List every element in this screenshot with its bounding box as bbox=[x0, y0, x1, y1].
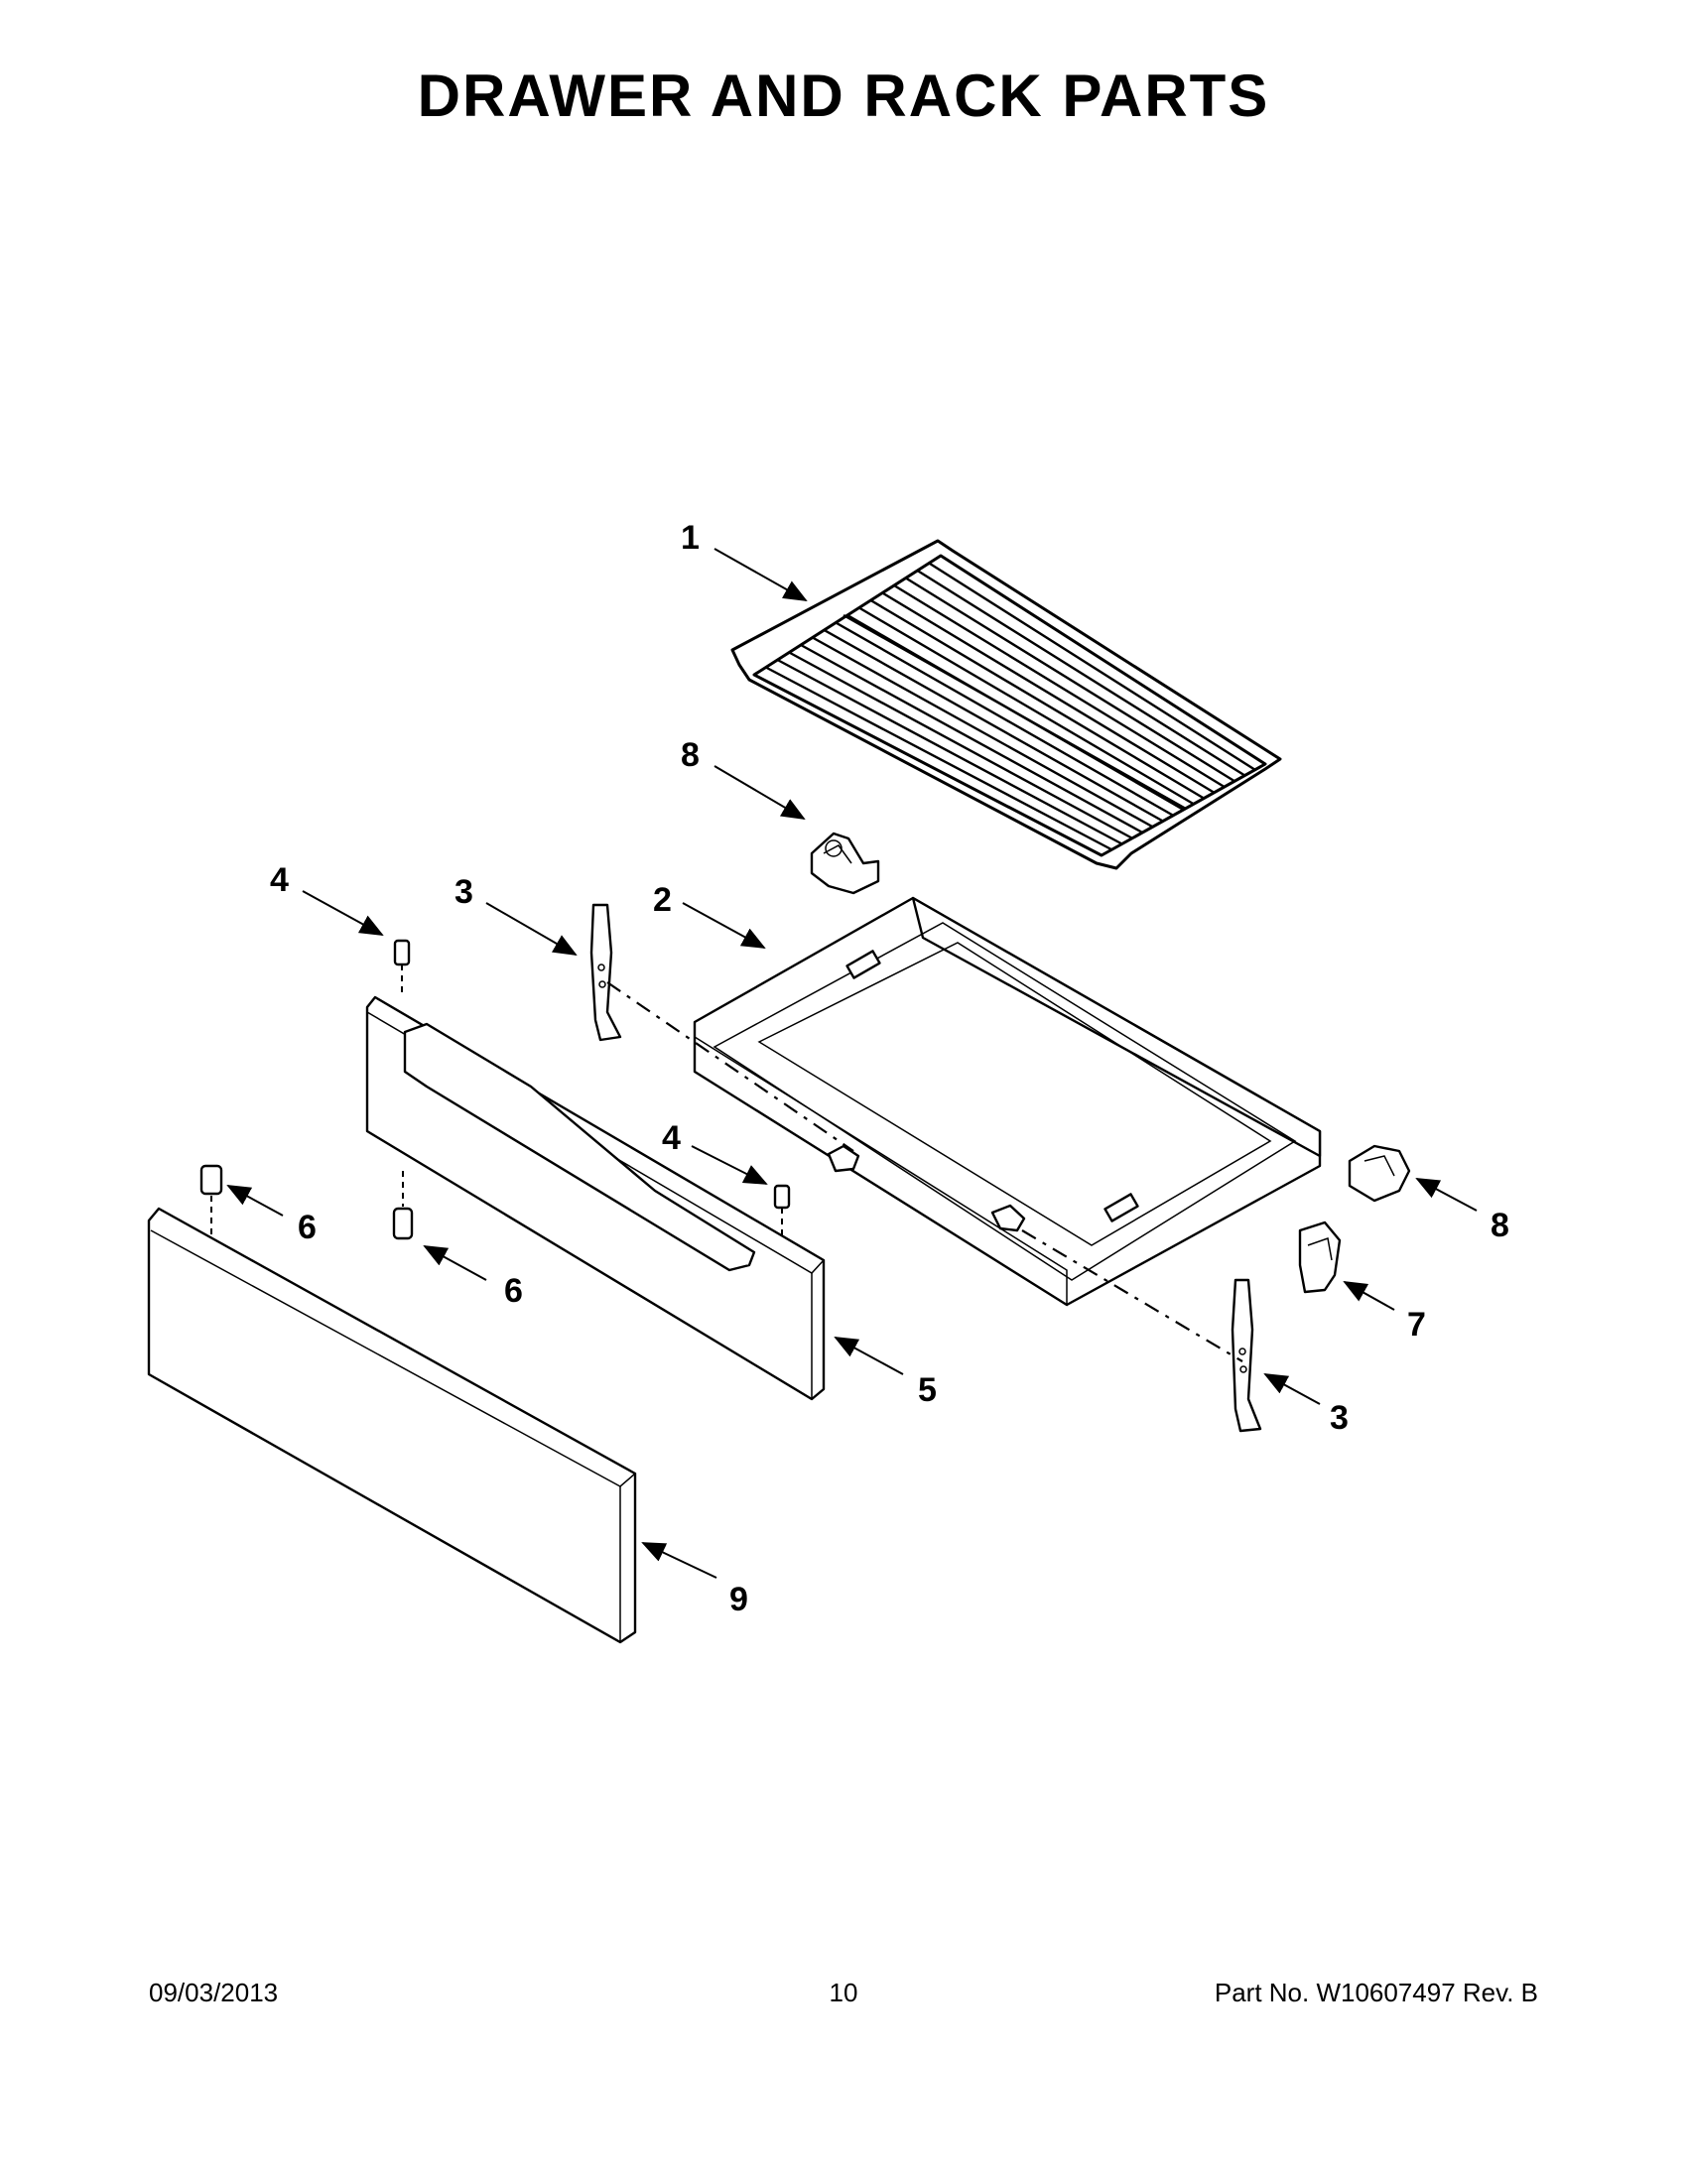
rack-wire-bar bbox=[881, 591, 1216, 794]
rack-wire-bar bbox=[765, 666, 1112, 851]
callout-8-top: 8 bbox=[681, 736, 700, 774]
rack-wire-bar bbox=[858, 606, 1195, 806]
drawer-glide-illustration-right bbox=[1231, 1278, 1262, 1433]
callout-5: 5 bbox=[918, 1371, 937, 1409]
rack-support-illustration-top bbox=[810, 832, 880, 895]
callout-3-right: 3 bbox=[1330, 1399, 1349, 1437]
screw-illustration-4-left bbox=[393, 939, 411, 994]
drawer-stop-illustration bbox=[1298, 1220, 1342, 1294]
callout-9: 9 bbox=[729, 1581, 748, 1618]
footer-date: 09/03/2013 bbox=[149, 1978, 279, 2007]
callout-1: 1 bbox=[681, 519, 700, 557]
drawer-illustration bbox=[693, 896, 1322, 1307]
rack-wire-bar bbox=[823, 628, 1164, 823]
rack-wire-bar bbox=[835, 621, 1174, 817]
callout-4-right: 4 bbox=[662, 1119, 681, 1157]
rack-wire-bar bbox=[928, 562, 1256, 771]
rack-support-illustration-right bbox=[1348, 1144, 1411, 1203]
callout-6-left: 6 bbox=[298, 1209, 317, 1246]
rack-wire-bar bbox=[869, 598, 1205, 800]
rack-wire-bar bbox=[776, 658, 1123, 845]
callout-2: 2 bbox=[653, 881, 672, 919]
drawer-front-panel-illustration bbox=[365, 995, 826, 1401]
callout-8-right: 8 bbox=[1491, 1207, 1509, 1244]
footer-part-number: Part No. W10607497 Rev. B bbox=[1214, 1978, 1538, 2007]
callout-3-left: 3 bbox=[454, 873, 473, 911]
rack-wire-bar bbox=[916, 569, 1246, 777]
callout-7: 7 bbox=[1407, 1306, 1426, 1344]
screw-illustration-6-left bbox=[199, 1164, 223, 1235]
screw-illustration-6-center bbox=[392, 1171, 414, 1240]
rack-wire-bar bbox=[800, 643, 1143, 835]
rack-wire-bar bbox=[893, 583, 1226, 789]
footer-page-number: 10 bbox=[829, 1978, 858, 2007]
drawer-glide-illustration-left bbox=[589, 903, 622, 1042]
rack-illustration bbox=[730, 539, 1282, 870]
rack-wire-bar bbox=[812, 636, 1154, 829]
rack-cross-bar bbox=[843, 613, 1187, 811]
leader-arrows bbox=[226, 548, 1478, 1579]
callout-6-center: 6 bbox=[504, 1272, 523, 1310]
screw-illustration-4-right bbox=[773, 1184, 791, 1235]
page-title: DRAWER AND RACK PARTS bbox=[417, 63, 1270, 129]
callout-4-left: 4 bbox=[270, 861, 289, 899]
rack-wire-bar bbox=[788, 651, 1133, 839]
drawer-outer-panel-illustration bbox=[147, 1207, 637, 1644]
rack-wire-bar bbox=[905, 577, 1235, 783]
